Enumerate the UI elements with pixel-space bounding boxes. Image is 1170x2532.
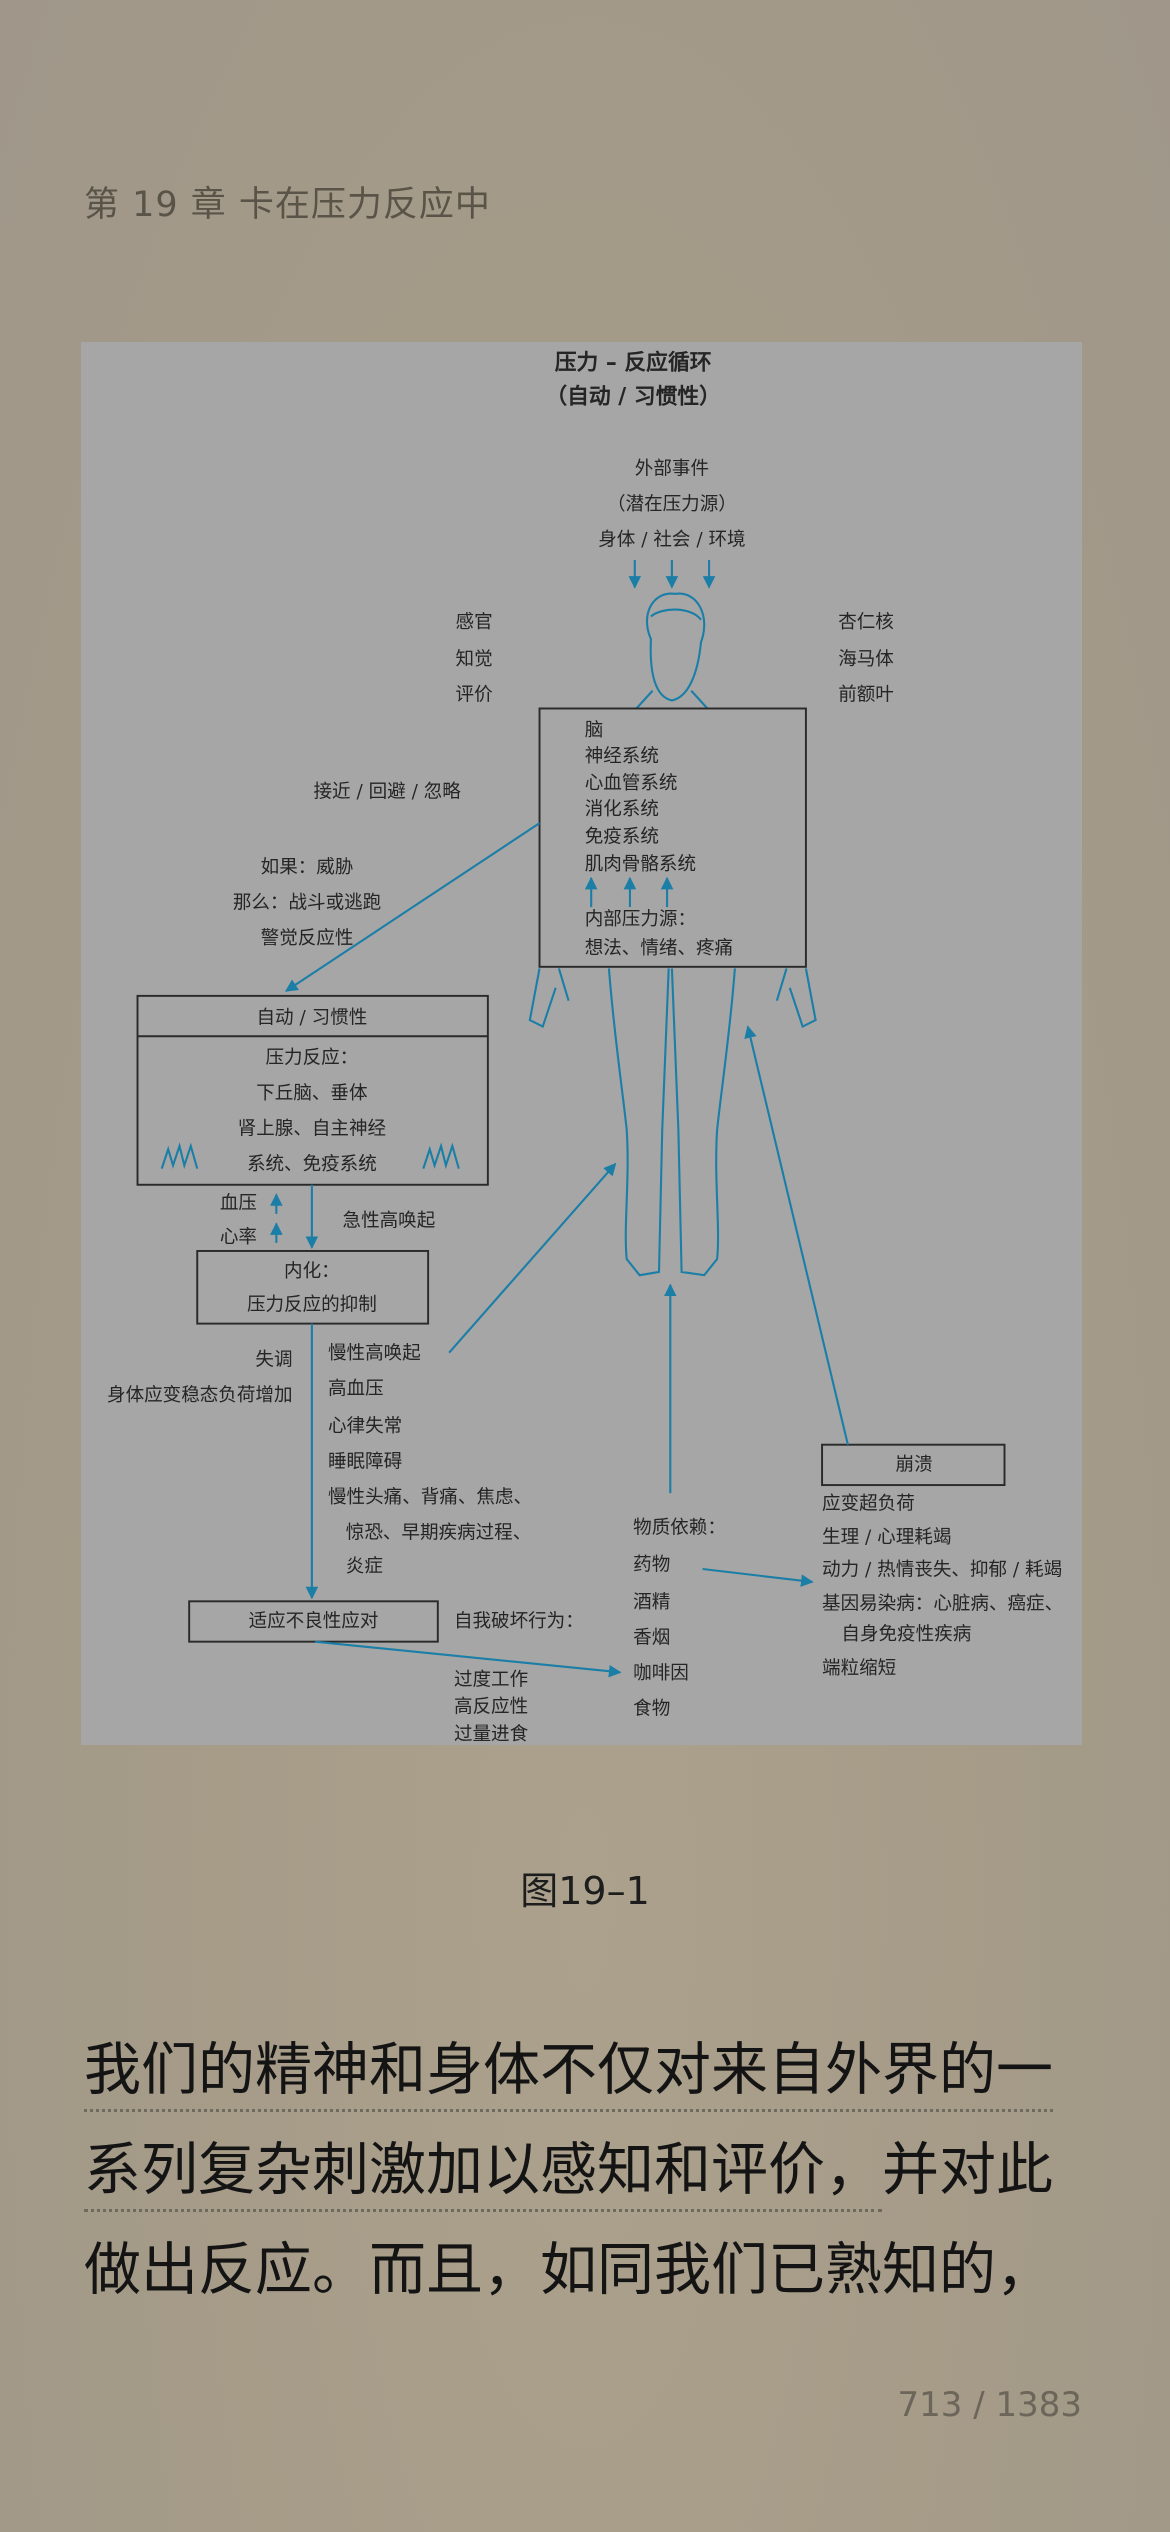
chronic-item: 心律失常 xyxy=(328,1416,402,1437)
box-line: 肾上腺、自主神经 xyxy=(238,1119,386,1140)
external-label: 外部事件 xyxy=(635,458,709,479)
page-indicator: 713 / 1383 xyxy=(897,2385,1083,2425)
body-system-item: 肌肉骨骼系统 xyxy=(585,854,696,875)
arrow xyxy=(315,1640,622,1678)
substance-item: 药物 xyxy=(633,1555,670,1576)
chronic-item: 炎症 xyxy=(346,1556,383,1577)
approach-label: 接近 / 回避 / 忽略 xyxy=(313,781,461,802)
body-system-item: 免疫系统 xyxy=(585,826,659,847)
substance-item: 咖啡因 xyxy=(633,1663,689,1684)
perception-label: 评价 xyxy=(456,684,493,705)
brain-region-label: 前额叶 xyxy=(838,684,894,705)
box-line: 压力反应： xyxy=(266,1048,359,1069)
zigzag-icon xyxy=(422,1142,460,1170)
body-system-item: 脑 xyxy=(585,720,604,741)
dysregulation-label: 失调 xyxy=(255,1350,292,1371)
auto-habitual-box: 自动 / 习惯性 压力反应： 下丘脑、垂体 肾上腺、自主神经 系统、免疫系统 xyxy=(136,994,489,1186)
arrow xyxy=(284,822,541,992)
body-paragraph[interactable]: 我们的精神和身体不仅对来自外界的一 系列复杂刺激加以感知和评价，并对此 做出反应… xyxy=(84,2020,1094,2320)
body-system-item: 神经系统 xyxy=(585,746,659,767)
breakdown-item: 基因易染病：心脏病、癌症、 xyxy=(822,1593,1063,1614)
body-system-item: 心血管系统 xyxy=(585,773,678,794)
internal-stressor-label: 内部压力源： xyxy=(585,909,696,930)
threat-label: 警觉反应性 xyxy=(261,928,354,949)
breakdown-item: 自身免疫性疾病 xyxy=(841,1624,971,1645)
breakdown-item: 动力 / 热情丧失、抑郁 / 耗竭 xyxy=(822,1559,1062,1580)
substance-item: 香烟 xyxy=(633,1627,670,1648)
highlighted-text[interactable]: 我们的精神和身体不仅对来自外界的一 xyxy=(84,2037,1053,2112)
arrow xyxy=(744,1025,849,1445)
substance-item: 酒精 xyxy=(633,1592,670,1613)
vital-label: 血压 xyxy=(220,1193,257,1214)
human-body-icon xyxy=(528,592,817,1277)
threat-label: 那么：战斗或逃跑 xyxy=(233,893,381,914)
perception-label: 知觉 xyxy=(456,649,493,670)
acute-label: 急性高唤起 xyxy=(343,1211,436,1232)
vital-label: 心率 xyxy=(220,1227,257,1248)
breakdown-item: 生理 / 心理耗竭 xyxy=(822,1527,951,1548)
body-system-item: 消化系统 xyxy=(585,799,659,820)
text-span: 并对此 xyxy=(882,2137,1053,2203)
arrow xyxy=(448,1162,617,1354)
body-systems-box: 脑 神经系统 心血管系统 消化系统 免疫系统 肌肉骨骼系统 内部压力源： 想法、… xyxy=(538,707,807,968)
internalization-box: 内化： 压力反应的抑制 xyxy=(196,1249,430,1325)
brain-region-label: 海马体 xyxy=(838,649,894,670)
maladaptive-coping-box: 适应不良性应对 xyxy=(188,1600,439,1643)
text-line: 做出反应。而且，如同我们已熟知的， xyxy=(84,2237,1053,2303)
box-line: 内化： xyxy=(284,1261,340,1282)
diagram-svg: 压力 – 反应循环 （自动 / 习惯性） 外部事件 （潜在压力源） 身体 / 社… xyxy=(107,349,1063,1745)
box-header: 自动 / 习惯性 xyxy=(256,1007,367,1028)
dysregulation-label: 身体应变稳态负荷增加 xyxy=(107,1385,292,1406)
external-label: 身体 / 社会 / 环境 xyxy=(598,529,745,550)
arrow xyxy=(702,1567,814,1587)
zigzag-icon xyxy=(160,1142,199,1170)
perception-label: 感官 xyxy=(456,612,493,633)
breakdown-item: 应变超负荷 xyxy=(822,1493,915,1514)
chronic-item: 慢性头痛、背痛、焦虑、 xyxy=(328,1487,532,1508)
breakdown-item: 端粒缩短 xyxy=(822,1658,896,1679)
diagram-title: 压力 – 反应循环 xyxy=(555,349,712,375)
breakdown-box: 崩溃 xyxy=(821,1443,1006,1487)
threat-label: 如果：威胁 xyxy=(261,857,354,878)
behavior-item: 过量进食 xyxy=(454,1724,529,1745)
chronic-item: 睡眠障碍 xyxy=(328,1451,402,1472)
substance-item: 食物 xyxy=(633,1698,670,1719)
substance-item: 物质依赖： xyxy=(633,1518,726,1539)
behavior-item: 过度工作 xyxy=(454,1669,528,1690)
box-line: 崩溃 xyxy=(896,1455,933,1476)
self-destructive-label: 自我破坏行为： xyxy=(454,1611,584,1632)
box-line: 适应不良性应对 xyxy=(249,1611,379,1632)
highlighted-text[interactable]: 系列复杂刺激加以感知和评价， xyxy=(84,2137,882,2212)
box-line: 压力反应的抑制 xyxy=(247,1295,377,1316)
chapter-title: 第 19 章 卡在压力反应中 xyxy=(84,185,491,225)
figure-caption: 图19–1 xyxy=(520,1869,650,1913)
stress-reaction-cycle-figure[interactable]: 压力 – 反应循环 （自动 / 习惯性） 外部事件 （潜在压力源） 身体 / 社… xyxy=(81,342,1082,1745)
internal-stressor-label: 想法、情绪、疼痛 xyxy=(585,938,733,959)
diagram-subtitle: （自动 / 习惯性） xyxy=(545,383,721,409)
chronic-item: 慢性高唤起 xyxy=(328,1343,421,1364)
brain-region-label: 杏仁核 xyxy=(838,612,894,633)
external-label: （潜在压力源） xyxy=(607,494,737,515)
chronic-item: 惊恐、早期疾病过程、 xyxy=(346,1522,531,1543)
down-arrows xyxy=(628,559,716,589)
box-line: 下丘脑、垂体 xyxy=(256,1083,368,1104)
chronic-item: 高血压 xyxy=(328,1379,384,1400)
box-line: 系统、免疫系统 xyxy=(247,1154,377,1175)
behavior-item: 高反应性 xyxy=(454,1697,528,1718)
